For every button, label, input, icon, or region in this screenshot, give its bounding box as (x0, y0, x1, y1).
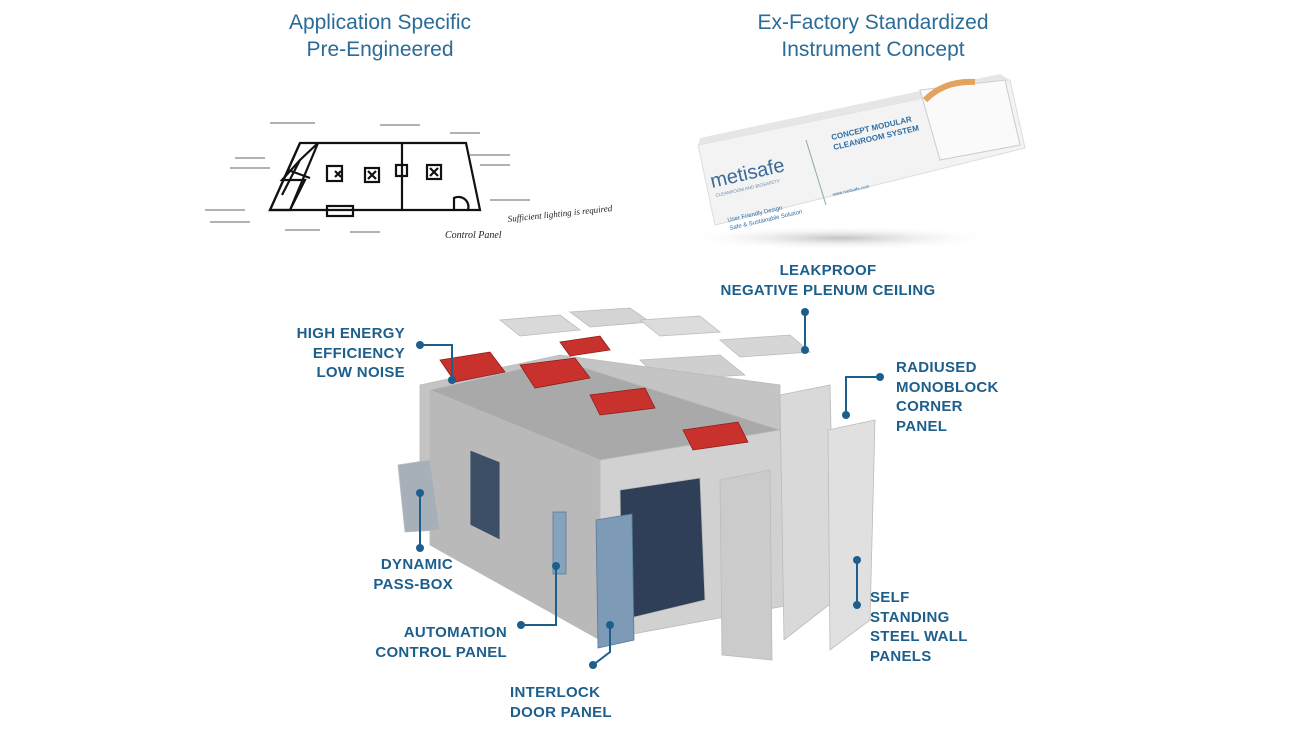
callout-line: DYNAMIC (380, 556, 453, 573)
callout-automation: AUTOMATION CONTROL PANEL (340, 623, 507, 662)
callout-line: MONOBLOCK (896, 378, 999, 396)
callout-line: AUTOMATION (403, 624, 507, 641)
callout-line: PANELS (870, 647, 932, 665)
heading-application-specific: Application Specific Pre-Engineered (200, 9, 560, 63)
callout-ceiling: LEAKPROOF NEGATIVE PLENUM CEILING (700, 261, 956, 300)
callout-energy: HIGH ENERGY EFFICIENCY LOW NOISE (240, 324, 405, 383)
callout-passbox: DYNAMIC PASS-BOX (300, 555, 453, 594)
heading-line: Pre-Engineered (306, 38, 454, 61)
callout-line: CORNER (896, 398, 963, 415)
heading-ex-factory: Ex-Factory Standardized Instrument Conce… (693, 9, 1053, 63)
callout-line: EFFICIENCY (312, 344, 405, 362)
callout-line: LEAKPROOF (779, 262, 877, 279)
callout-line: PANEL (896, 417, 948, 435)
sketch-note-control-panel: Control Panel (445, 230, 502, 241)
heading-line: Application Specific (288, 11, 472, 34)
callout-wall-panels: SELF STANDING STEEL WALL PANELS (870, 588, 968, 666)
callout-corner-panel: RADIUSED MONOBLOCK CORNER PANEL (896, 358, 999, 436)
callout-line: RADIUSED (896, 359, 977, 376)
heading-line: Instrument Concept (781, 38, 965, 61)
callout-line: NEGATIVE PLENUM CEILING (720, 281, 936, 299)
callout-line: SELF (870, 589, 910, 606)
callout-line: LOW NOISE (316, 364, 405, 381)
callout-line: INTERLOCK (510, 684, 601, 701)
callout-interlock: INTERLOCK DOOR PANEL (510, 683, 612, 722)
callout-line: PASS-BOX (373, 575, 453, 593)
callout-line: STEEL WALL (870, 628, 968, 645)
callout-dot (801, 308, 809, 316)
fan-filter-units (439, 335, 749, 451)
callout-line: DOOR PANEL (510, 703, 612, 721)
heading-line: Ex-Factory Standardized (757, 11, 989, 34)
callout-line: HIGH ENERGY (296, 325, 405, 342)
callout-line: STANDING (870, 608, 950, 626)
callout-line: CONTROL PANEL (375, 643, 507, 661)
